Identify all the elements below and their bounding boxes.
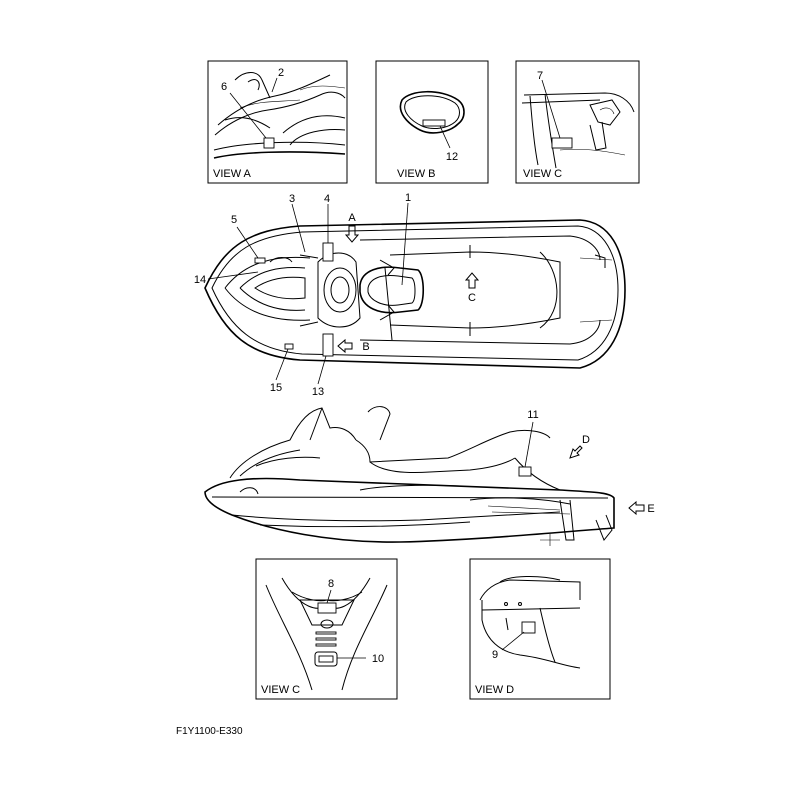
- view-c-bottom-label: VIEW C: [261, 684, 300, 696]
- callout-12: 12: [446, 151, 458, 163]
- drawing-code: F1Y1100-E330: [176, 726, 243, 737]
- callout-8: 8: [328, 578, 334, 590]
- side-view-label-11: [518, 466, 532, 477]
- callout-11: 11: [527, 409, 538, 421]
- view-a-panel: 6 2 VIEW A: [207, 60, 348, 184]
- callout-15: 15: [270, 382, 282, 394]
- callout-10: 10: [372, 653, 384, 665]
- pointer-label-d: D: [582, 434, 590, 446]
- callout-1: 1: [405, 192, 411, 204]
- top-view-drawing: [204, 202, 626, 385]
- pointer-label-a: A: [348, 212, 356, 224]
- callout-5: 5: [231, 214, 237, 226]
- top-view-label-13: [322, 333, 334, 357]
- view-d-label-plate: [521, 621, 536, 634]
- view-d-label: VIEW D: [475, 684, 514, 696]
- top-view-label-5: [254, 257, 266, 264]
- view-b-panel: 12 VIEW B: [375, 60, 489, 184]
- view-c-bottom-panel: 8 10 VIEW C: [255, 558, 398, 700]
- view-c-bottom-frame: [255, 558, 398, 700]
- view-b-cover-outline: [399, 90, 465, 134]
- callout-14: 14: [194, 274, 206, 286]
- callout-9: 9: [492, 649, 498, 661]
- pointer-arrow-e: [628, 500, 645, 516]
- view-b-frame: [375, 60, 489, 184]
- callout-6: 6: [221, 81, 227, 93]
- view-c-bottom-label-plate-8: [317, 602, 337, 614]
- view-a-frame: [207, 60, 348, 184]
- pointer-arrow-a: [344, 225, 360, 243]
- pointer-label-b: B: [362, 341, 369, 353]
- pointer-arrow-d: [569, 445, 583, 459]
- callout-3: 3: [289, 193, 295, 205]
- view-c-top-label: VIEW C: [523, 168, 562, 180]
- side-view-drawing: [204, 406, 645, 546]
- view-d-frame: [469, 558, 611, 700]
- view-c-bottom-label-plate-10: [318, 655, 334, 663]
- pointer-arrow-c: [464, 272, 480, 289]
- view-c-top-frame: [515, 60, 640, 184]
- callout-4: 4: [324, 193, 330, 205]
- pointer-label-e: E: [647, 503, 654, 515]
- pointer-arrow-b: [337, 338, 353, 354]
- view-a-label: VIEW A: [213, 168, 252, 180]
- view-a-drawing: [213, 72, 346, 159]
- callout-13: 13: [312, 386, 324, 398]
- view-c-top-panel: 7 VIEW C: [515, 60, 640, 184]
- callout-2: 2: [278, 67, 284, 79]
- view-c-top-label-plate: [551, 137, 573, 149]
- top-view-label-15: [284, 343, 294, 350]
- view-d-panel: 9 VIEW D: [469, 558, 611, 700]
- callout-7: 7: [537, 70, 543, 82]
- view-b-label-plate: [422, 119, 446, 127]
- view-a-label-plate: [263, 137, 275, 149]
- view-b-label: VIEW B: [397, 168, 436, 180]
- top-view-label-4: [322, 242, 334, 262]
- pointer-label-c: C: [468, 292, 476, 304]
